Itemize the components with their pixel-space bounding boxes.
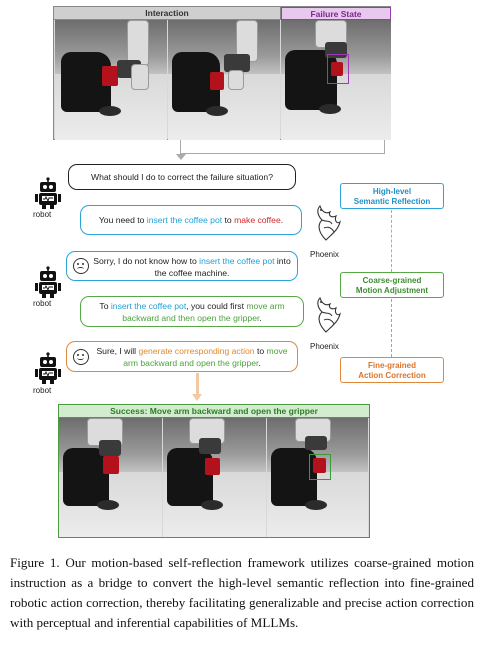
success-highlight-box bbox=[309, 454, 331, 480]
robot-icon bbox=[35, 266, 61, 298]
interaction-frame-2 bbox=[168, 20, 280, 140]
dashed-connector bbox=[391, 299, 392, 357]
failure-highlight-box bbox=[327, 54, 349, 84]
tag-fine-grained-action-correction: Fine-grained Action Correction bbox=[340, 357, 444, 383]
tag-high-level-semantic-reflection: High-level Semantic Reflection bbox=[340, 183, 444, 209]
sad-face-icon bbox=[73, 258, 89, 274]
robot-icon bbox=[35, 177, 61, 209]
success-frame-3 bbox=[267, 418, 368, 537]
phoenix-icon bbox=[317, 204, 342, 241]
interaction-panel: Interaction Failure State bbox=[53, 6, 391, 140]
arrow-down-icon bbox=[176, 154, 186, 160]
robot-label: robot bbox=[33, 386, 52, 395]
interaction-frame-1 bbox=[55, 20, 167, 140]
question-bubble-2: Sorry, I do not know how to insert the c… bbox=[66, 251, 298, 281]
success-frame-2 bbox=[163, 418, 266, 537]
action-arrow bbox=[196, 373, 199, 395]
success-frame-1 bbox=[59, 418, 162, 537]
dashed-connector bbox=[391, 210, 392, 272]
smile-face-icon bbox=[73, 349, 89, 365]
arrow-down-icon bbox=[192, 394, 202, 401]
phoenix-label: Phoenix bbox=[310, 250, 339, 259]
connector-line bbox=[384, 140, 385, 154]
robot-label: robot bbox=[33, 299, 52, 308]
failure-state-frame bbox=[281, 20, 391, 140]
robot-icon bbox=[35, 352, 61, 384]
phoenix-label: Phoenix bbox=[310, 342, 339, 351]
success-panel: Success: Move arm backward and open the … bbox=[58, 404, 370, 538]
phoenix-icon bbox=[317, 296, 342, 333]
answer-bubble-2: To insert the coffee pot, you could firs… bbox=[80, 296, 304, 327]
figure-caption: Figure 1. Our motion-based self-reflecti… bbox=[10, 555, 474, 630]
success-header: Success: Move arm backward and open the … bbox=[59, 405, 369, 418]
answer-bubble-1: You need to insert the coffee pot to mak… bbox=[80, 205, 302, 235]
tag-coarse-grained-motion-adjustment: Coarse-grained Motion Adjustment bbox=[340, 272, 444, 298]
robot-label: robot bbox=[33, 210, 52, 219]
question-text-1: What should I do to correct the failure … bbox=[90, 172, 273, 182]
failure-state-header: Failure State bbox=[281, 7, 391, 20]
connector-line bbox=[180, 140, 181, 154]
interaction-header: Interaction bbox=[54, 7, 281, 20]
question-bubble-3: Sure, I will generate corresponding acti… bbox=[66, 341, 298, 372]
question-bubble-1: What should I do to correct the failure … bbox=[68, 164, 296, 190]
connector-line bbox=[180, 153, 384, 154]
